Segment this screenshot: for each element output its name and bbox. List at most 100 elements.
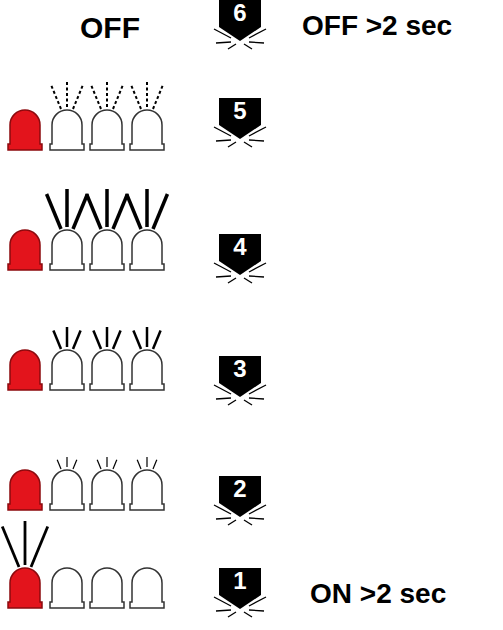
ray-line [57,460,61,469]
white-led [130,568,164,608]
flare-line [244,400,252,405]
step-number: 6 [219,0,261,26]
white-led [90,568,124,608]
flare-line [249,610,264,611]
white-led [90,350,124,390]
white-led [50,350,84,390]
flare-line [249,505,266,514]
ray-line [113,460,117,469]
white-led [130,230,164,270]
flare-line [244,142,252,147]
step-badge: 1 [219,568,261,609]
ray-line [146,80,148,107]
ray-line [24,521,27,565]
ray-line [153,84,163,109]
flare-line [216,276,231,277]
ray-line [73,194,87,229]
red-led [8,470,42,510]
white-led [50,568,84,608]
white-led [50,230,84,270]
flare-line [244,278,252,283]
flare-line [249,276,264,277]
ray-line [73,331,81,349]
red-led [8,110,42,150]
flare-line [249,518,264,519]
flare-line [214,597,231,606]
state-label: OFF >2 sec [302,10,452,42]
light-rays [2,521,47,567]
white-led [90,110,124,150]
light-rays [97,457,117,469]
ray-line [153,194,167,229]
step-badge: 3 [219,356,261,397]
ray-line [113,84,123,109]
ray-line [2,527,19,567]
flare-line [214,29,231,38]
flare-line [228,142,236,147]
ray-line [153,460,157,469]
ray-line [145,189,149,227]
ray-line [113,331,121,349]
ray-line [93,331,101,349]
ray-line [97,460,101,469]
ray-line [105,189,109,227]
white-led [130,350,164,390]
ray-line [65,189,69,227]
white-led [130,110,164,150]
step-badge: 5 [219,98,261,139]
white-led [130,470,164,510]
flare-line [214,127,231,136]
ray-line [91,84,101,109]
ray-line [146,457,147,467]
ray-line [133,331,141,349]
light-rays [53,327,80,349]
ray-line [87,194,101,229]
ray-line [146,327,149,347]
ray-line [53,331,61,349]
ray-line [137,460,141,469]
step-number: 1 [219,568,261,594]
ray-line [66,457,67,467]
light-rays [137,457,157,469]
ray-line [131,84,141,109]
ray-line [31,527,48,567]
light-rays [93,327,120,349]
flare-line [228,520,236,525]
flare-line [244,520,252,525]
flare-line [249,385,266,394]
light-rays [51,80,84,109]
white-led [90,470,124,510]
flare-line [228,278,236,283]
flare-line [249,263,266,272]
step-badge: 2 [219,476,261,517]
red-led [8,230,42,270]
red-led [8,568,42,608]
flare-line [228,400,236,405]
ray-line [106,80,108,107]
flare-line [244,44,252,49]
white-led [50,470,84,510]
flare-line [249,398,264,399]
flare-line [216,140,231,141]
step-number: 2 [219,476,261,502]
state-label: OFF [80,12,140,44]
flare-line [249,140,264,141]
flare-line [216,398,231,399]
ray-line [51,84,61,109]
flare-line [249,42,264,43]
light-rays [47,189,88,229]
flare-line [216,518,231,519]
ray-line [106,457,107,467]
white-led [90,230,124,270]
ray-line [127,194,141,229]
light-rays [127,189,168,229]
light-rays [57,457,77,469]
flare-line [228,44,236,49]
ray-line [73,84,83,109]
flare-line [216,610,231,611]
ray-line [47,194,61,229]
ray-line [113,194,127,229]
light-rays [133,327,160,349]
step-badge: 4 [219,234,261,275]
